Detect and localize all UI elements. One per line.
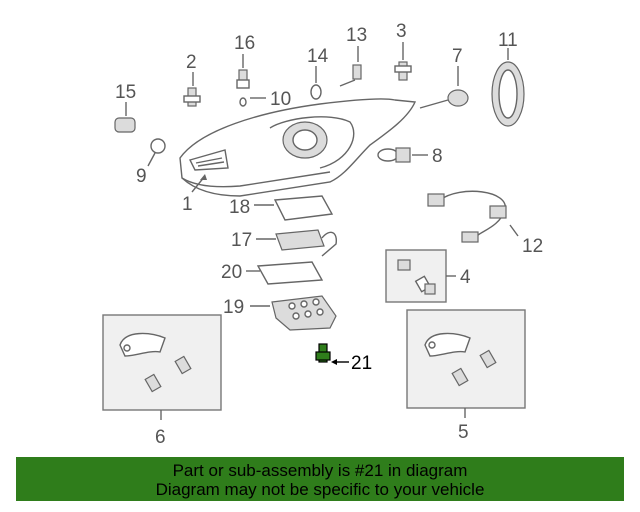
callout-19: 19	[223, 297, 244, 318]
part-8-socket[interactable]	[377, 147, 411, 163]
banner-line-2: Diagram may not be specific to your vehi…	[155, 480, 485, 499]
box-5	[406, 309, 526, 409]
callout-14: 14	[307, 46, 329, 67]
callout-15: 15	[115, 82, 136, 103]
part-9-clip[interactable]	[150, 138, 166, 154]
callout-17: 17	[231, 230, 252, 251]
part-2-bolt[interactable]	[183, 87, 201, 107]
callout-12: 12	[522, 236, 543, 257]
callout-6: 6	[155, 427, 166, 448]
callout-7: 7	[452, 46, 463, 67]
part-20-gasket[interactable]	[256, 261, 324, 285]
part-21-screw[interactable]	[315, 343, 331, 363]
part-16-bulb[interactable]	[236, 69, 250, 89]
part-7-bulb[interactable]	[419, 89, 469, 109]
box-4	[385, 249, 447, 303]
callout-21: 21	[351, 353, 372, 374]
part-10-bulb[interactable]	[239, 97, 247, 107]
callout-16: 16	[234, 33, 255, 54]
part-15-bulb[interactable]	[114, 117, 136, 133]
callout-18: 18	[229, 197, 250, 218]
part-14-gasket[interactable]	[310, 84, 322, 100]
part-13-bulb[interactable]	[339, 64, 362, 87]
part-19-cover[interactable]	[271, 295, 337, 331]
info-banner: Part or sub-assembly is #21 in diagram D…	[16, 457, 624, 501]
box-6	[102, 314, 222, 411]
callout-20: 20	[221, 262, 242, 283]
callout-10: 10	[270, 89, 291, 110]
callout-4: 4	[460, 267, 471, 288]
part-12-harness[interactable]	[427, 190, 507, 243]
part-3-bolt[interactable]	[394, 61, 412, 81]
callout-1: 1	[182, 194, 193, 215]
callout-2: 2	[186, 52, 197, 73]
callout-3: 3	[396, 21, 407, 42]
parts-diagram: 1 2 3 4 5 6	[102, 21, 543, 448]
headlamp-assembly[interactable]	[179, 98, 417, 197]
callout-13: 13	[346, 25, 367, 46]
banner-line-1: Part or sub-assembly is #21 in diagram	[172, 461, 468, 480]
part-11-boot[interactable]	[491, 61, 525, 127]
callout-11: 11	[498, 30, 518, 51]
part-18-gasket[interactable]	[273, 195, 334, 221]
callout-8: 8	[432, 146, 443, 167]
callout-9: 9	[136, 166, 147, 187]
callout-5: 5	[458, 422, 469, 443]
part-17-ballast[interactable]	[275, 229, 337, 257]
